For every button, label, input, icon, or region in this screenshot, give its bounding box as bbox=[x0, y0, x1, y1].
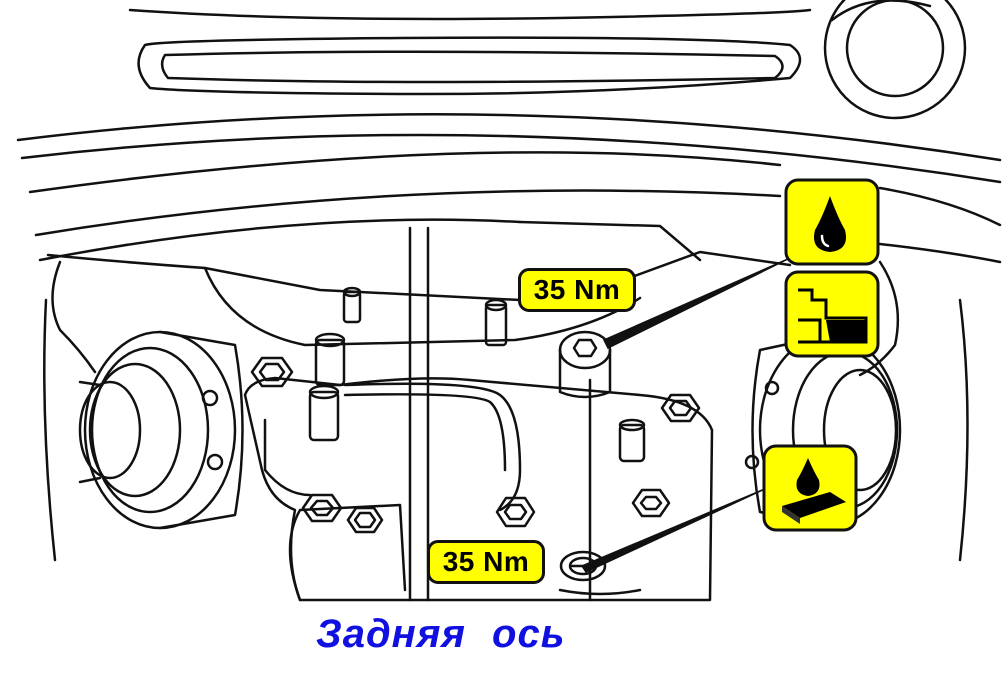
bolt bbox=[660, 393, 701, 423]
hex-bolts bbox=[250, 356, 701, 534]
bolt bbox=[301, 493, 343, 523]
upper-body-panel bbox=[128, 0, 967, 120]
filler-plug bbox=[558, 330, 612, 399]
drain-oil-icon bbox=[762, 444, 858, 532]
torque-callout-upper: 35 Nm bbox=[518, 268, 636, 312]
bolt bbox=[631, 488, 671, 518]
bolt bbox=[346, 506, 384, 534]
torque-value-upper: 35 Nm bbox=[533, 274, 621, 305]
torque-callout-lower: 35 Nm bbox=[427, 540, 545, 584]
oil-drop-icon bbox=[784, 178, 880, 266]
bolt bbox=[250, 356, 294, 388]
torque-value-lower: 35 Nm bbox=[442, 546, 530, 577]
body-contour-lines bbox=[16, 113, 1002, 264]
left-wheel-hub bbox=[43, 298, 244, 562]
diagram-caption: Задняя ось bbox=[316, 612, 566, 656]
fill-level-icon bbox=[784, 270, 880, 358]
studs bbox=[308, 286, 646, 463]
bolt bbox=[495, 496, 536, 528]
leader-lines bbox=[580, 257, 791, 573]
right-wheel-hub bbox=[744, 298, 969, 562]
subframe bbox=[46, 220, 900, 602]
